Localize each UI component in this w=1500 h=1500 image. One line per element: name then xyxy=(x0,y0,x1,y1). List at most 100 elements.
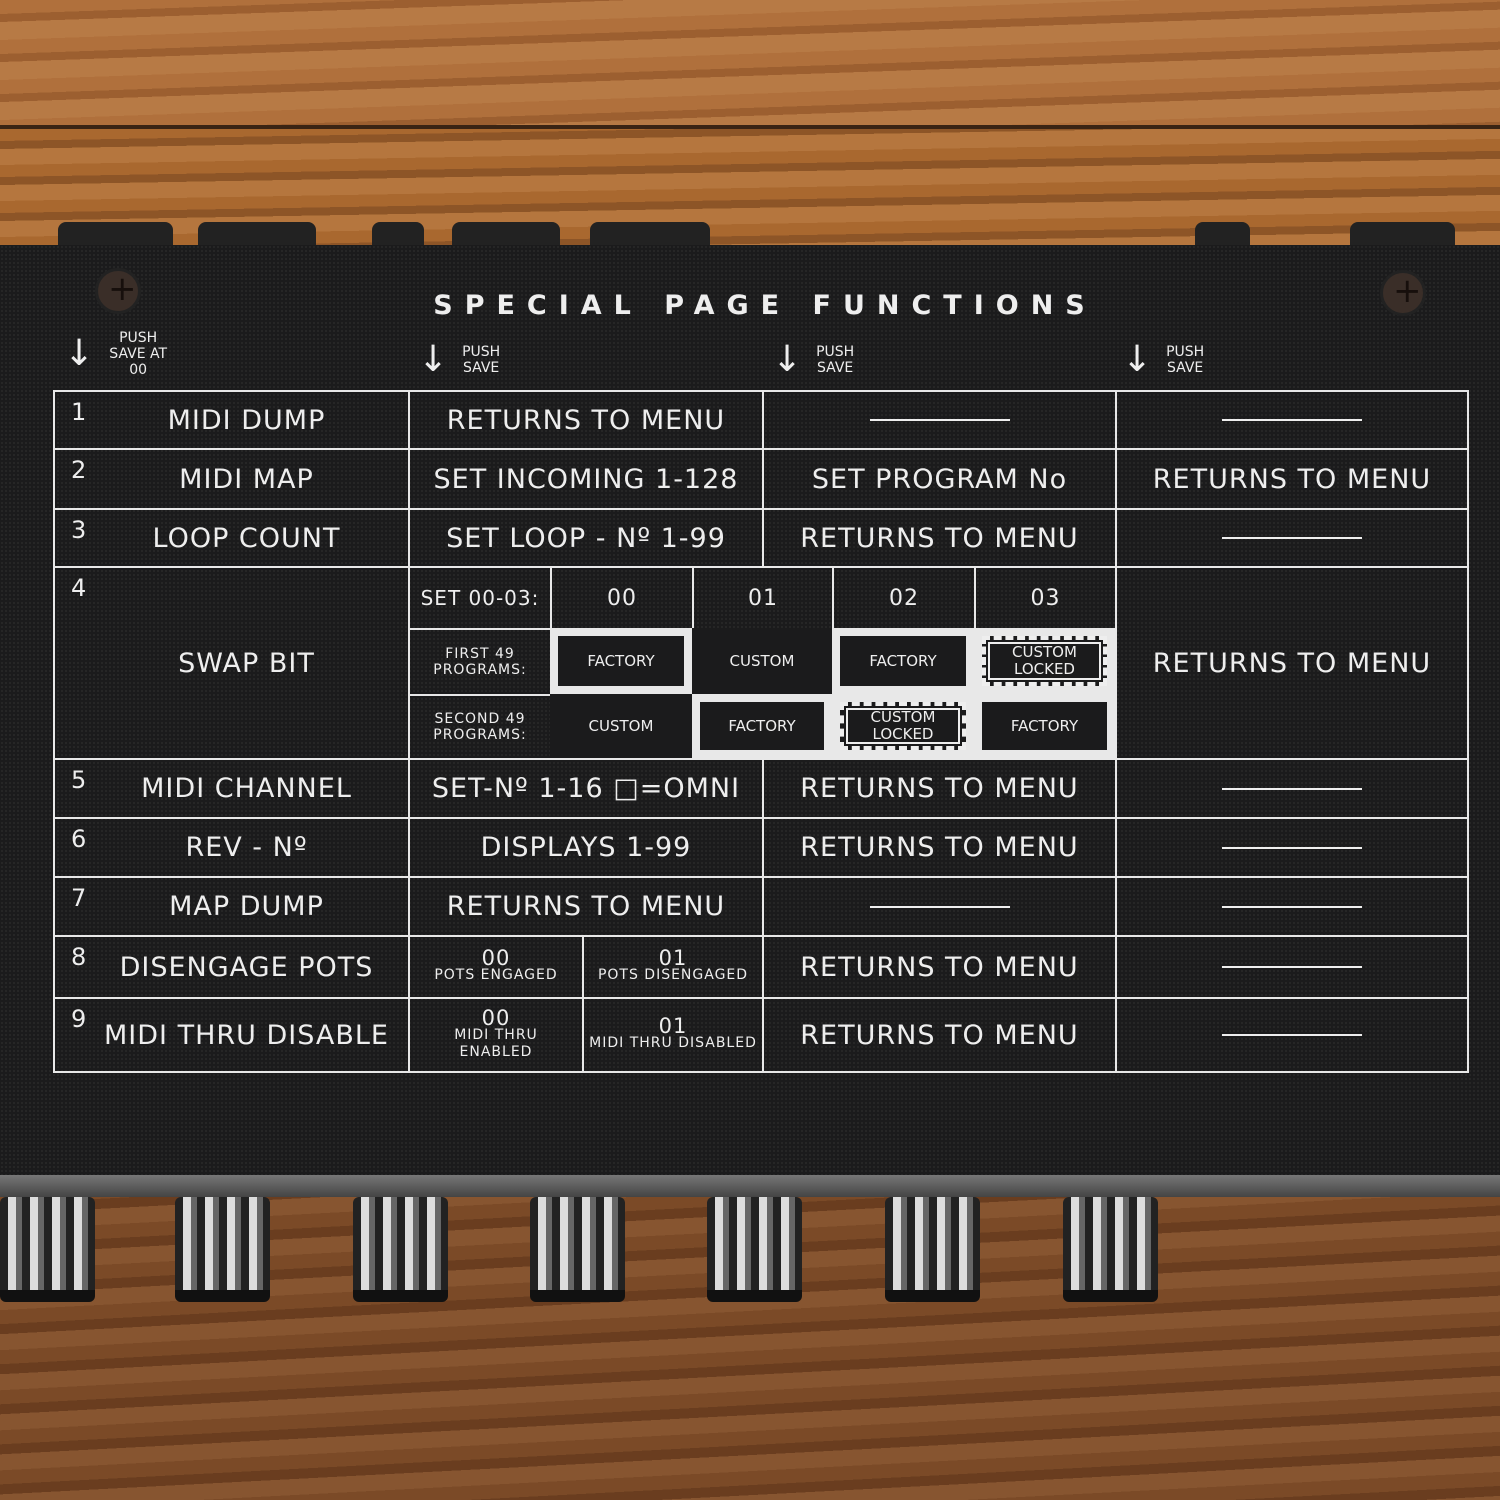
swap-first-label: FIRST 49 PROGRAMS: xyxy=(408,628,552,696)
swap-mode-box: FACTORY xyxy=(982,702,1107,750)
push-save-text: PUSH SAVE xyxy=(816,344,855,376)
row-label-cell: 2 MIDI MAP xyxy=(53,448,410,510)
empty-dash xyxy=(1222,537,1362,539)
action-cell: RETURNS TO MENU xyxy=(762,508,1117,568)
option-label: POTS DISENGAGED xyxy=(597,967,749,983)
swap-mode-box: FACTORY xyxy=(840,636,966,686)
swap-value: 00 xyxy=(550,566,694,630)
swap-mode-box: CUSTOM xyxy=(692,628,832,694)
empty-dash xyxy=(1222,846,1362,849)
empty-dash xyxy=(1222,419,1362,421)
option-value: 00 xyxy=(481,946,511,970)
empty-dash xyxy=(869,419,1010,421)
down-arrow-icon: ↓ xyxy=(418,339,449,380)
down-arrow-icon: ↓ xyxy=(1122,339,1153,380)
action-cell: SET LOOP - Nº 1-99 xyxy=(408,508,764,568)
action-cell: RETURNS TO MENU xyxy=(762,997,1117,1073)
option-value: 00 xyxy=(481,1005,511,1030)
push-save-label: ↓ PUSH SAVE xyxy=(1122,342,1210,378)
panel-edge xyxy=(0,1175,1500,1197)
option-value: 01 xyxy=(658,946,688,970)
swap-mode-box: FACTORY xyxy=(558,636,684,686)
action-cell xyxy=(1115,758,1469,819)
action-cell xyxy=(1115,817,1469,878)
row-function-name: MIDI MAP xyxy=(179,463,314,495)
action-cell: SET INCOMING 1-128 xyxy=(408,448,764,510)
action-cell: RETURNS TO MENU xyxy=(1115,448,1469,510)
swap-second-label: SECOND 49 PROGRAMS: xyxy=(408,694,552,760)
jack xyxy=(1063,1197,1158,1302)
action-cell xyxy=(1115,508,1469,568)
empty-dash xyxy=(1222,1034,1362,1036)
jack xyxy=(0,1197,95,1302)
swap-mode-box: CUSTOM LOCKED xyxy=(840,702,966,750)
push-save-label: ↓PUSH SAVE xyxy=(418,342,506,378)
row-number: 1 xyxy=(71,398,88,426)
row-number: 2 xyxy=(71,456,88,484)
jack xyxy=(530,1197,625,1302)
push-save-label: ↓ PUSH SAVE AT 00 xyxy=(64,330,174,378)
screw-icon xyxy=(95,268,141,314)
jack xyxy=(353,1197,448,1302)
down-arrow-icon: ↓ xyxy=(64,333,95,374)
push-save-text: PUSH SAVE AT 00 xyxy=(109,330,168,378)
row-label-cell: 6 REV - Nº xyxy=(53,817,410,878)
row-number: 6 xyxy=(71,825,88,853)
jack xyxy=(885,1197,980,1302)
row-number: 5 xyxy=(71,766,88,794)
empty-dash xyxy=(1222,905,1362,908)
row-number: 4 xyxy=(71,574,88,602)
push-save-label: ↓ PUSH SAVE xyxy=(772,342,860,378)
row-function-name: LOOP COUNT xyxy=(152,522,341,554)
row-label-cell: 5 MIDI CHANNEL xyxy=(53,758,410,819)
row-function-name: REV - Nº xyxy=(185,832,308,863)
swap-value: 01 xyxy=(692,566,834,630)
row-number: 9 xyxy=(71,1005,88,1033)
swap-mode-box: FACTORY xyxy=(700,702,824,750)
row-function-name: MIDI CHANNEL xyxy=(141,773,352,804)
action-cell: RETURNS TO MENU xyxy=(762,758,1117,819)
action-cell: RETURNS TO MENU xyxy=(1115,566,1469,760)
panel-title: SPECIAL PAGE FUNCTIONS xyxy=(433,290,1097,321)
action-cell xyxy=(1115,935,1469,999)
down-arrow-icon: ↓ xyxy=(772,339,803,380)
empty-dash xyxy=(869,905,1010,908)
row-number: 3 xyxy=(71,516,88,544)
swap-mode-box: CUSTOM xyxy=(550,694,692,758)
screw-icon xyxy=(1380,270,1426,316)
option-label: MIDI THRU DISABLED xyxy=(589,1035,757,1051)
action-cell: DISPLAYS 1-99 xyxy=(408,817,764,878)
row-function-name: SWAP BIT xyxy=(178,647,315,679)
empty-dash xyxy=(1222,787,1362,790)
row-function-name: MAP DUMP xyxy=(169,891,324,922)
jack xyxy=(175,1197,270,1302)
option-label: POTS ENGAGED xyxy=(434,967,558,983)
action-cell: SET-Nº 1-16 □=OMNI xyxy=(408,758,764,819)
row-function-name: MIDI THRU DISABLE xyxy=(104,1019,389,1051)
push-save-text: PUSH SAVE xyxy=(1166,344,1205,376)
action-cell: RETURNS TO MENU xyxy=(762,817,1117,878)
action-cell xyxy=(762,390,1117,450)
action-cell: RETURNS TO MENU xyxy=(762,935,1117,999)
action-cell: SET PROGRAM No xyxy=(762,448,1117,510)
swap-set-label: SET 00-03: xyxy=(408,566,552,630)
row-function-name: MIDI DUMP xyxy=(167,404,326,436)
row-label-cell: 1 MIDI DUMP xyxy=(53,390,410,450)
row-function-name: DISENGAGE POTS xyxy=(119,951,374,983)
action-cell xyxy=(1115,390,1469,450)
action-cell xyxy=(1115,997,1469,1073)
action-cell xyxy=(1115,876,1469,937)
swap-value: 02 xyxy=(832,566,976,630)
action-cell xyxy=(762,876,1117,937)
empty-dash xyxy=(1222,966,1362,968)
option-value: 01 xyxy=(658,1014,688,1038)
swap-value: 03 xyxy=(974,566,1117,630)
